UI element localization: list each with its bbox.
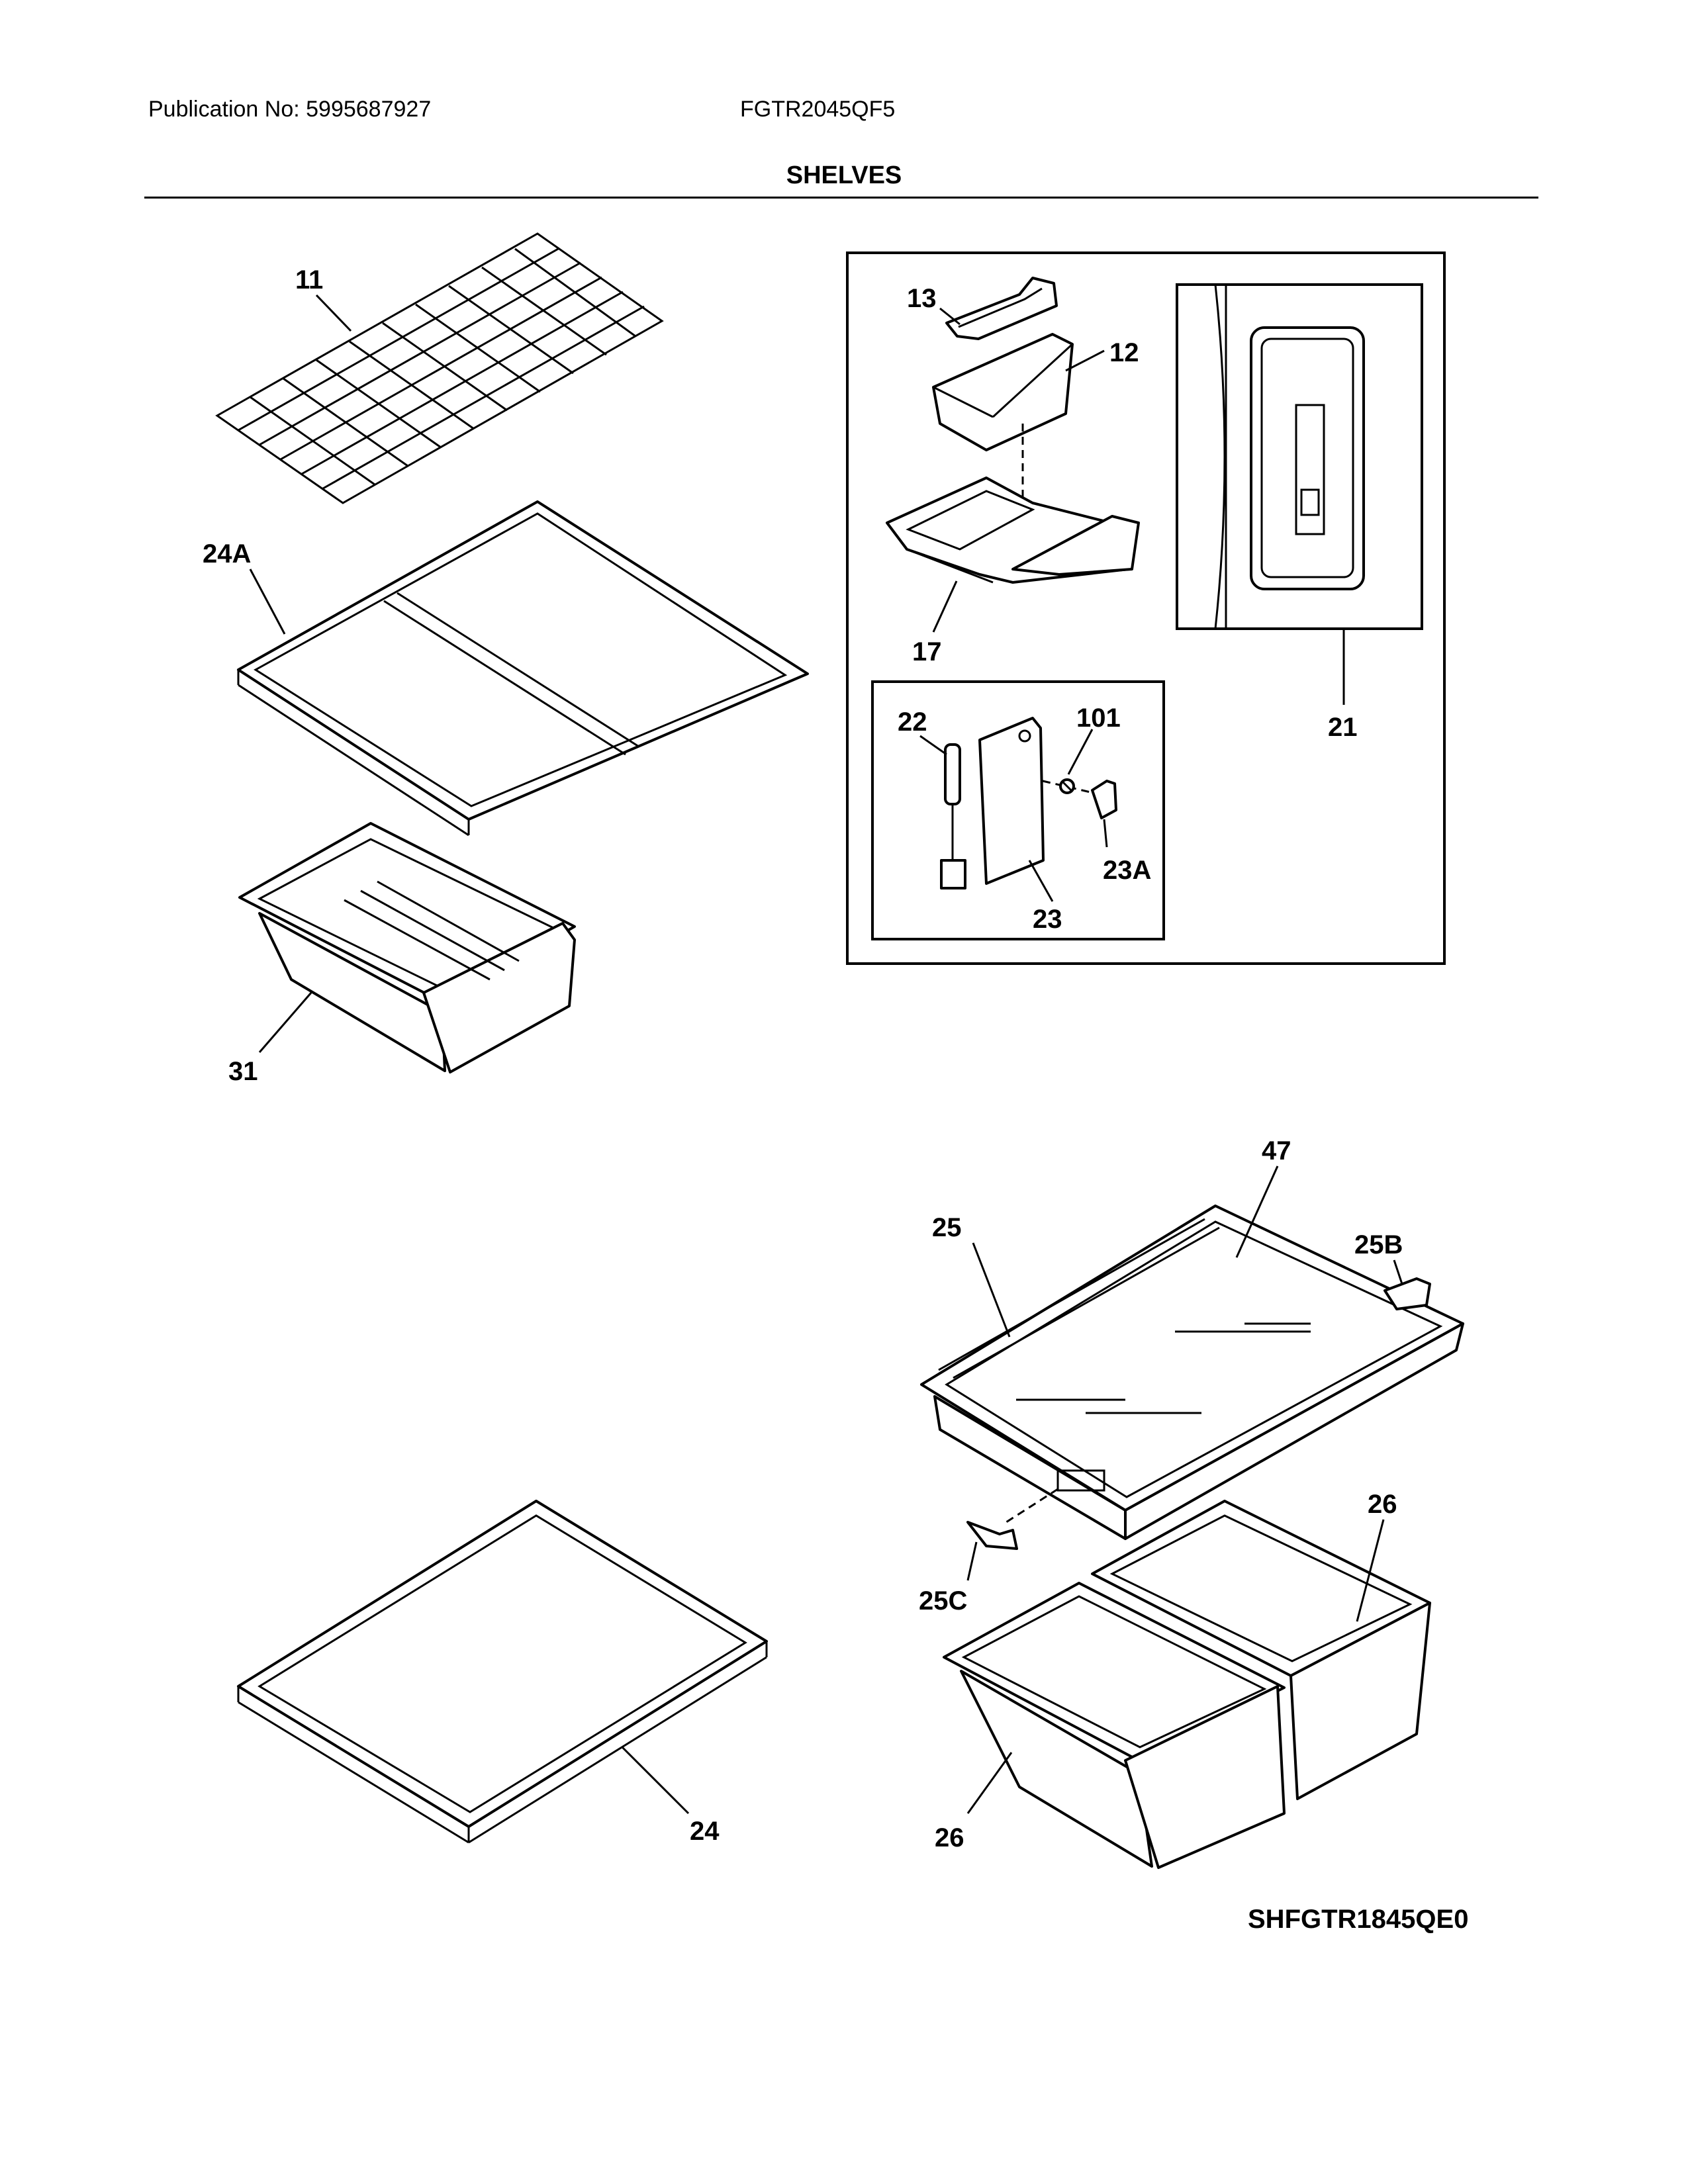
callout-31: 31 xyxy=(228,1057,258,1086)
leader-lines xyxy=(249,294,1403,1815)
sensor-22 xyxy=(940,743,966,889)
glass-shelf-24A xyxy=(237,500,809,837)
callout-25: 25 xyxy=(932,1213,962,1242)
callout-13: 13 xyxy=(907,284,937,313)
section-title: SHELVES xyxy=(786,161,902,189)
callout-23A: 23A xyxy=(1103,856,1151,885)
callout-26-front: 26 xyxy=(935,1823,964,1852)
callout-22: 22 xyxy=(898,707,927,737)
handle-13 xyxy=(945,277,1058,340)
panel-21 xyxy=(1176,283,1423,630)
callout-23: 23 xyxy=(1033,905,1062,934)
glass-shelf-24 xyxy=(237,1500,768,1844)
clip-25B xyxy=(1383,1277,1431,1310)
model-number: FGTR2045QF5 xyxy=(740,97,896,122)
cover-23 xyxy=(978,717,1100,885)
callout-26-back: 26 xyxy=(1368,1490,1397,1519)
callout-25B: 25B xyxy=(1354,1230,1403,1259)
crisper-cover-25 xyxy=(920,1205,1464,1540)
screw-101 xyxy=(1059,778,1075,794)
callout-24A: 24A xyxy=(203,539,251,569)
callout-12: 12 xyxy=(1109,338,1139,367)
callout-101: 101 xyxy=(1076,704,1121,733)
header-rule xyxy=(144,197,1538,199)
callout-25C: 25C xyxy=(919,1586,967,1615)
callout-17: 17 xyxy=(912,637,942,666)
ice-tray-17 xyxy=(886,477,1140,584)
clip-23A xyxy=(1091,780,1117,819)
publication-number: Publication No: 5995687927 xyxy=(148,97,432,122)
callout-11: 11 xyxy=(295,265,323,295)
callout-47: 47 xyxy=(1262,1136,1291,1165)
clip-25C xyxy=(966,1521,1018,1550)
callout-24: 24 xyxy=(690,1817,720,1846)
inset-frame xyxy=(846,251,1446,965)
diagram-code: SHFGTR1845QE0 xyxy=(1248,1905,1469,1934)
crisper-drawer-26-back xyxy=(1091,1500,1431,1800)
small-bin-12 xyxy=(932,333,1074,503)
callout-21: 21 xyxy=(1328,713,1358,742)
wire-shelf-11 xyxy=(215,232,664,504)
crisper-drawer-26-front xyxy=(943,1582,1286,1869)
sub-inset-frame xyxy=(871,680,1165,940)
crisper-drawer-31 xyxy=(238,822,576,1073)
